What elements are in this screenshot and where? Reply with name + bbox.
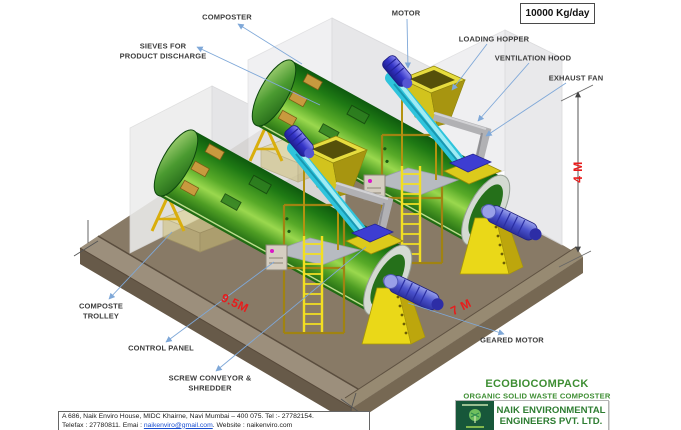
label-ventilation-hood: VENTILATION HOOD	[494, 53, 572, 63]
label-composter: COMPOSTER	[202, 12, 252, 22]
label-screw-conveyor: SCREW CONVEYOR & SHREDDER	[168, 373, 252, 393]
leader-control-panel	[165, 261, 275, 343]
product-subtitle: ORGANIC SOLID WASTE COMPOSTER	[463, 391, 611, 401]
leader-loading-hopper	[451, 43, 488, 91]
product-name: ECOBIOCOMPACK	[485, 378, 589, 390]
address-line2: Telefax : 27780811. Emai : naikenviro@gm…	[62, 422, 366, 430]
leader-motor	[404, 18, 412, 69]
leader-geared-motor	[407, 302, 505, 336]
telefax-text: Telefax : 27780811. Emai :	[62, 421, 144, 429]
label-control-panel: CONTROL PANEL	[128, 343, 194, 353]
company-name: NAIK ENVIRONMENTAL ENGINEERS PVT. LTD.	[494, 401, 608, 430]
leader-exhaust-fan	[485, 82, 567, 137]
label-exhaust-fan: EXHAUST FAN	[548, 73, 604, 83]
email-link[interactable]: naikenviro@gmail.com	[143, 421, 213, 429]
address-line1: A 686, Naik Enviro House, MIDC Khairne, …	[62, 413, 314, 420]
leaf-logo-icon	[462, 404, 488, 428]
leader-ventilation-hood	[477, 62, 530, 122]
address-box: A 686, Naik Enviro House, MIDC Khairne, …	[58, 411, 370, 430]
company-name-line2: ENGINEERS PVT. LTD.	[499, 416, 603, 427]
label-geared-motor: GEARED MOTOR	[480, 335, 544, 345]
label-sieves: SIEVES FOR PRODUCT DISCHARGE	[119, 41, 207, 61]
leader-composte-trolley	[108, 231, 173, 300]
leader-composter	[237, 23, 303, 65]
leader-lines	[108, 18, 567, 372]
company-box: NAIK ENVIRONMENTAL ENGINEERS PVT. LTD.	[455, 400, 609, 430]
leader-screw-conveyor	[215, 246, 367, 372]
company-logo	[456, 401, 494, 430]
label-loading-hopper: LOADING HOPPER	[458, 34, 530, 44]
leader-sieves	[196, 46, 321, 106]
capacity-badge: 10000 Kg/day	[520, 3, 595, 24]
dimension-height: 4 M	[571, 161, 585, 183]
label-motor: MOTOR	[391, 8, 421, 18]
website-text: . Website : naikenviro.com	[212, 421, 293, 429]
label-composte-trolley: COMPOSTE TROLLEY	[78, 301, 124, 321]
company-name-line1: NAIK ENVIRONMENTAL	[496, 404, 606, 416]
